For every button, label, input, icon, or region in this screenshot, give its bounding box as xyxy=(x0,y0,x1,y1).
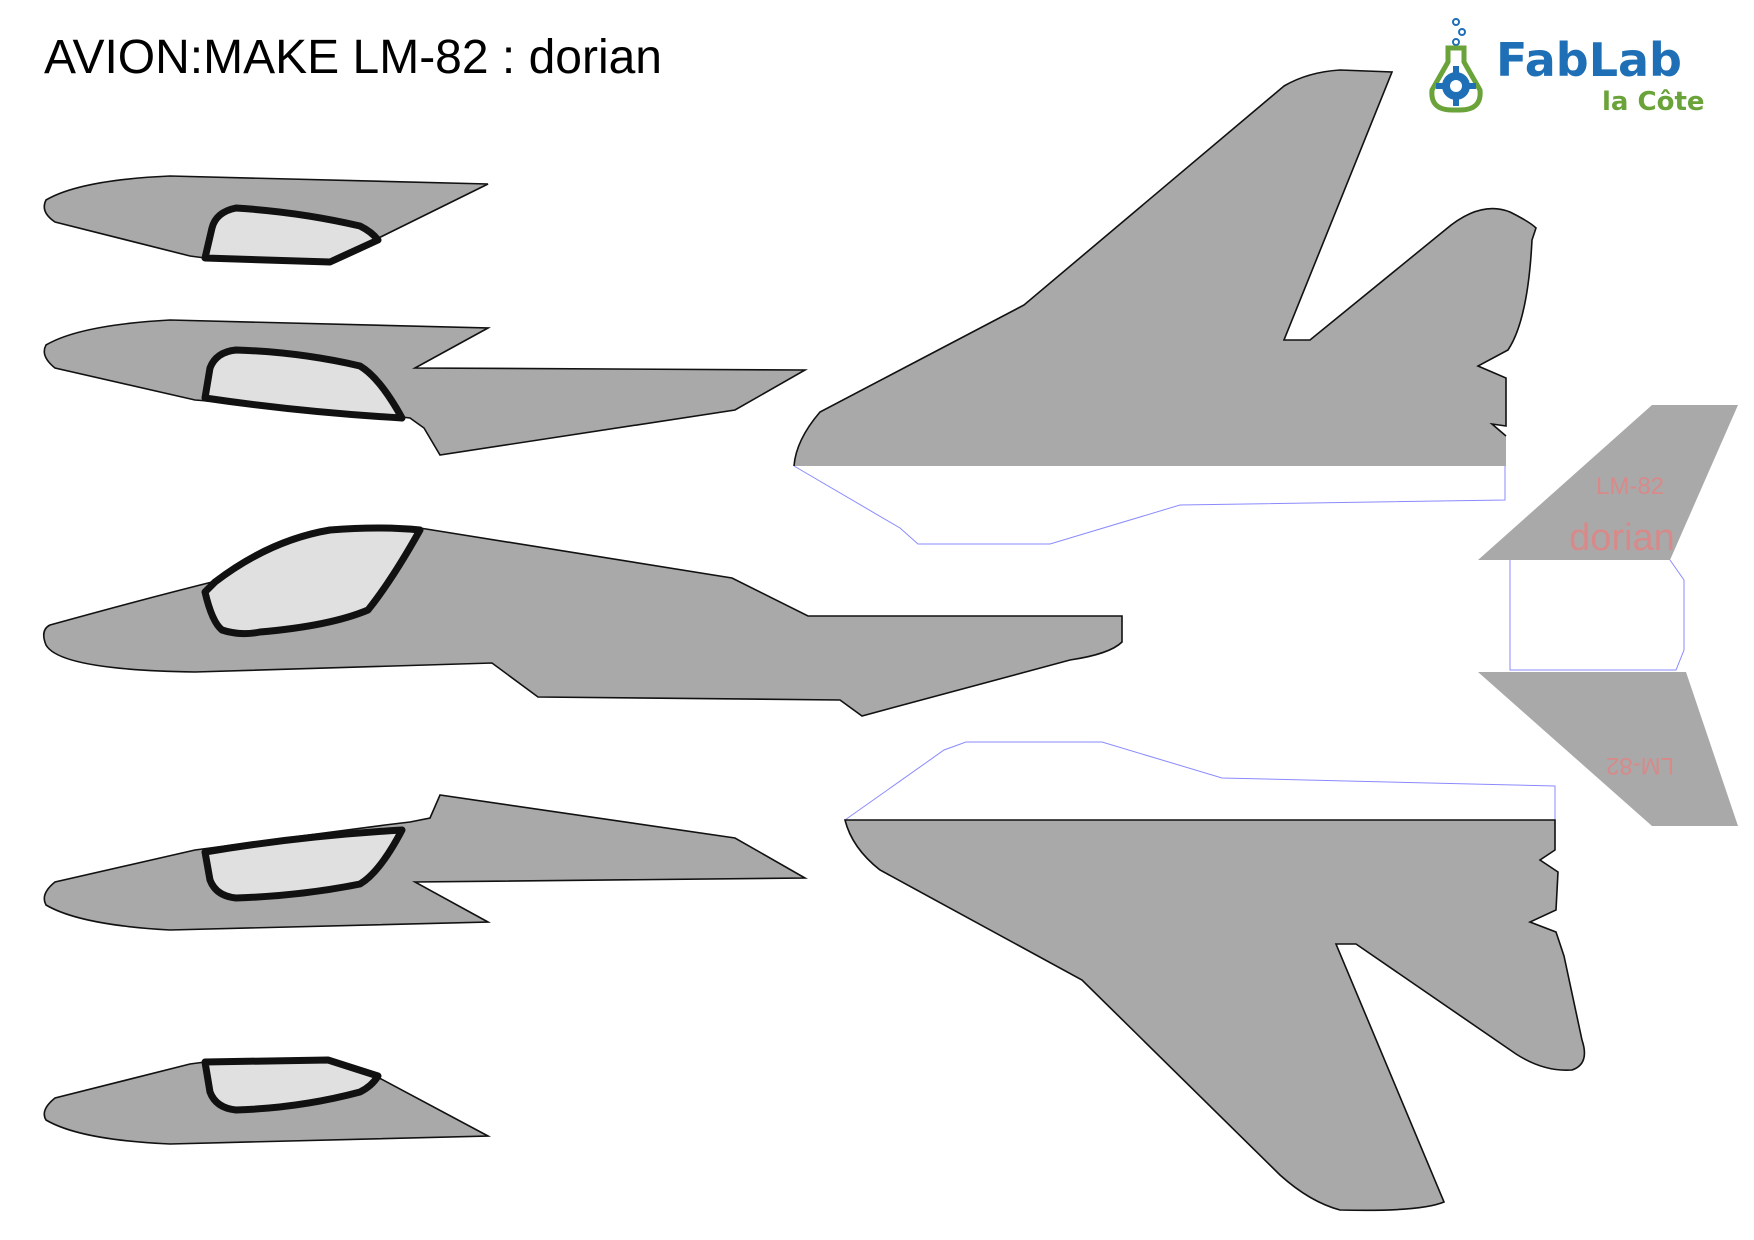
fablab-logo: FabLab la Côte xyxy=(1429,18,1705,117)
stabilizer-pilot-label: dorian xyxy=(1569,517,1675,559)
stabilizer-model-label-mirrored: LM-82 xyxy=(1606,752,1674,779)
stabilizer-model-label: LM-82 xyxy=(1596,473,1664,500)
stabilizer-lower-half: LM-82 xyxy=(1478,672,1738,826)
side-piece-upper xyxy=(43,319,808,456)
side-piece-lower xyxy=(43,794,808,931)
page-title: AVION:MAKE LM-82 : dorian xyxy=(44,31,662,84)
logo-name-fablab: FabLab xyxy=(1496,33,1682,87)
canopy-piece-2 xyxy=(43,1056,492,1145)
canopy-piece-1 xyxy=(43,175,489,266)
wing-upper-half xyxy=(793,69,1537,545)
gear-flask-icon xyxy=(1429,18,1483,113)
fuselage-main-piece xyxy=(42,524,1123,717)
logo-name-cote: la Côte xyxy=(1602,87,1705,117)
stabilizer-upper-half: LM-82 dorian xyxy=(1478,405,1738,671)
wing-lower-half xyxy=(843,741,1586,1212)
